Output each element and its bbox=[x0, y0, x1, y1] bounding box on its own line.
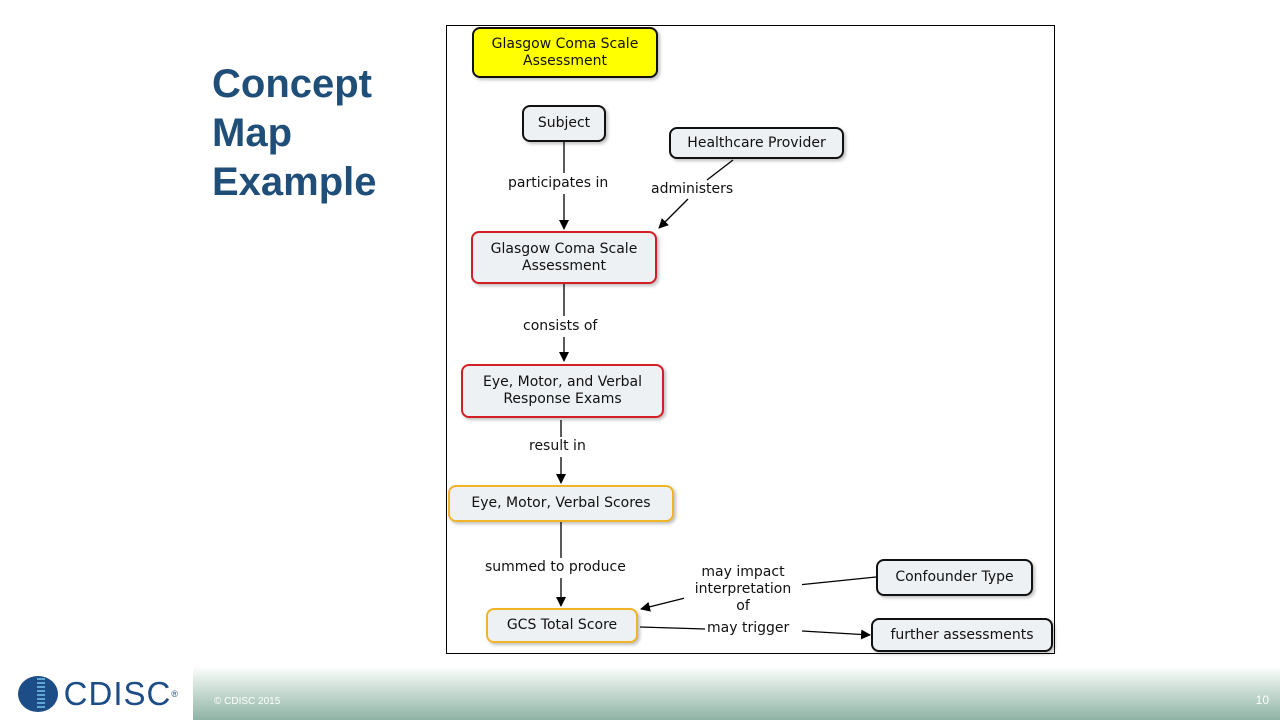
node-gcs-total-score-label: GCS Total Score bbox=[506, 617, 618, 633]
footer: CDISC ® © CDISC 2015 10 bbox=[0, 666, 1280, 720]
node-healthcare-provider: Healthcare Provider bbox=[669, 127, 844, 159]
node-confounder-type-label: Confounder Type bbox=[895, 569, 1014, 585]
link-result-in: result in bbox=[527, 438, 588, 455]
copyright-text: © CDISC 2015 bbox=[214, 696, 281, 707]
node-response-exams-label: Eye, Motor, and Verbal Response Exams bbox=[482, 374, 642, 407]
link-may-impact-interpretation-of: may impact interpretation of bbox=[684, 564, 802, 615]
node-further-assessments: further assessments bbox=[871, 618, 1053, 652]
node-response-exams: Eye, Motor, and Verbal Response Exams bbox=[461, 364, 664, 418]
node-verbal-scores-label: Eye, Motor, Verbal Scores bbox=[471, 495, 651, 511]
link-may-trigger: may trigger bbox=[705, 620, 792, 637]
cdisc-logo-text: CDISC bbox=[63, 675, 172, 712]
footer-band bbox=[193, 666, 1280, 720]
node-subject-label: Subject bbox=[537, 115, 591, 131]
node-healthcare-provider-label: Healthcare Provider bbox=[687, 134, 826, 151]
node-further-assessments-label: further assessments bbox=[890, 626, 1034, 643]
registered-mark: ® bbox=[171, 689, 178, 699]
link-consists-of: consists of bbox=[521, 318, 600, 335]
node-gcs-total-score: GCS Total Score bbox=[486, 608, 638, 643]
page-number: 10 bbox=[1255, 693, 1269, 707]
slide-title: Concept Map Example bbox=[212, 62, 377, 204]
link-summed-to-produce: summed to produce bbox=[483, 559, 628, 576]
node-confounder-type: Confounder Type bbox=[876, 559, 1033, 596]
cdisc-logo-icon bbox=[18, 676, 58, 712]
link-participates-in: participates in bbox=[506, 175, 611, 192]
node-gcs-assessment-label: Glasgow Coma Scale Assessment bbox=[490, 240, 638, 274]
cdisc-logo: CDISC ® bbox=[18, 674, 178, 714]
node-title-gcs-assessment-label: Glasgow Coma Scale Assessment bbox=[491, 35, 639, 69]
node-subject: Subject bbox=[522, 105, 606, 142]
node-gcs-assessment: Glasgow Coma Scale Assessment bbox=[471, 231, 657, 284]
link-administers: administers bbox=[649, 181, 736, 198]
node-verbal-scores: Eye, Motor, Verbal Scores bbox=[448, 485, 674, 522]
node-title-gcs-assessment: Glasgow Coma Scale Assessment bbox=[472, 27, 658, 78]
